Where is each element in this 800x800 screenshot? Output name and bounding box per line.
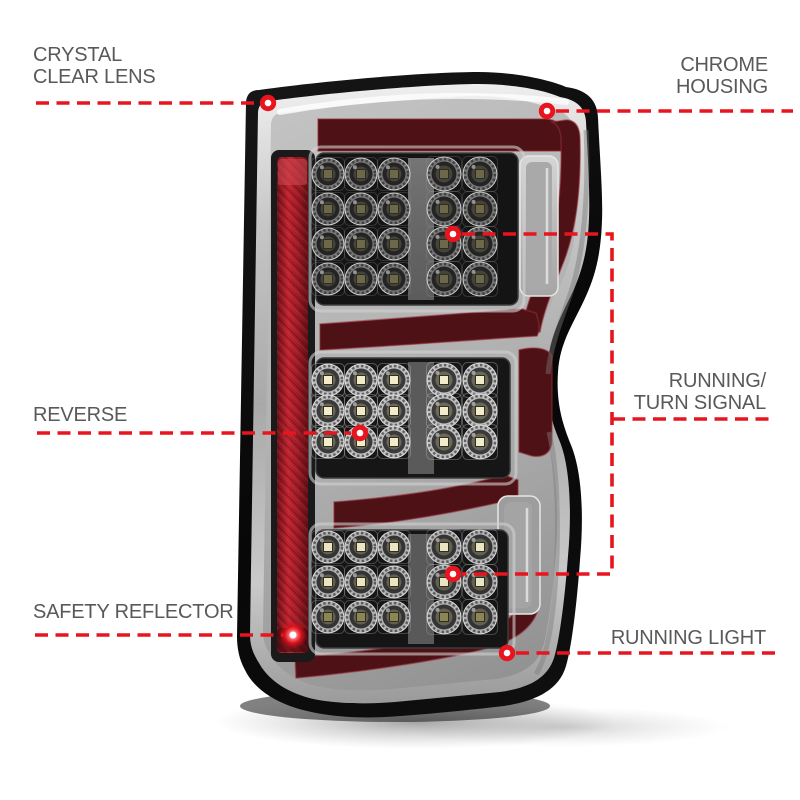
callout-dot	[444, 225, 462, 243]
led	[344, 157, 378, 191]
led	[311, 394, 345, 428]
led	[311, 530, 345, 564]
led	[426, 529, 462, 565]
led	[462, 226, 498, 262]
led	[426, 362, 462, 398]
label-safety-reflector: SAFETY REFLECTOR	[33, 601, 234, 623]
led	[377, 363, 411, 397]
led	[311, 157, 345, 191]
led	[311, 425, 345, 459]
led	[311, 192, 345, 226]
callout-dot	[444, 565, 462, 583]
led	[344, 565, 378, 599]
led	[377, 425, 411, 459]
led	[311, 227, 345, 261]
led	[377, 394, 411, 428]
led	[462, 599, 498, 635]
led	[344, 530, 378, 564]
label-crystal-clear-lens: CRYSTAL CLEAR LENS	[33, 44, 156, 88]
led	[426, 261, 462, 297]
led	[426, 156, 462, 192]
safety-reflector-strip	[271, 150, 315, 662]
led	[344, 394, 378, 428]
led	[344, 363, 378, 397]
label-line: HOUSING	[676, 76, 768, 98]
led	[462, 261, 498, 297]
led	[377, 600, 411, 634]
led	[462, 424, 498, 460]
led	[377, 157, 411, 191]
label-line: CHROME	[680, 54, 768, 76]
led	[462, 529, 498, 565]
label-line: TURN SIGNAL	[633, 392, 766, 414]
label-line: REVERSE	[33, 404, 128, 426]
led	[377, 262, 411, 296]
callout-dot	[498, 644, 516, 662]
led	[311, 262, 345, 296]
callout-dot-glow	[279, 621, 307, 649]
led	[462, 393, 498, 429]
led	[344, 425, 378, 459]
led	[426, 424, 462, 460]
label-running-turn-signal: RUNNING/ TURN SIGNAL	[634, 370, 766, 414]
led	[344, 227, 378, 261]
label-line: CLEAR LENS	[33, 66, 156, 88]
led	[462, 191, 498, 227]
label-line: CRYSTAL	[33, 44, 123, 66]
led	[311, 565, 345, 599]
callout-dots	[259, 94, 556, 662]
clear-lens-columns	[497, 155, 559, 615]
housing-edge-sheen	[533, 129, 590, 676]
led	[462, 564, 498, 600]
callout-dot	[538, 102, 556, 120]
callout-dot	[259, 94, 277, 112]
led	[426, 393, 462, 429]
label-chrome-housing: CHROME HOUSING	[676, 54, 768, 98]
callout-lines	[35, 101, 793, 655]
label-line: RUNNING/	[668, 370, 766, 392]
callout-dot	[351, 424, 369, 442]
led	[344, 262, 378, 296]
label-line: RUNNING LIGHT	[610, 627, 766, 649]
label-running-light: RUNNING LIGHT	[611, 627, 766, 649]
led	[426, 599, 462, 635]
led	[377, 530, 411, 564]
led	[462, 362, 498, 398]
line-running-turn-upper	[462, 232, 614, 576]
led	[344, 600, 378, 634]
led	[462, 156, 498, 192]
led	[311, 363, 345, 397]
led	[311, 600, 345, 634]
label-reverse: REVERSE	[33, 404, 127, 426]
led	[426, 191, 462, 227]
chrome-sheen	[277, 92, 569, 115]
led	[344, 192, 378, 226]
led	[377, 227, 411, 261]
led	[377, 565, 411, 599]
led	[377, 192, 411, 226]
label-line: SAFETY REFLECTOR	[33, 601, 234, 623]
